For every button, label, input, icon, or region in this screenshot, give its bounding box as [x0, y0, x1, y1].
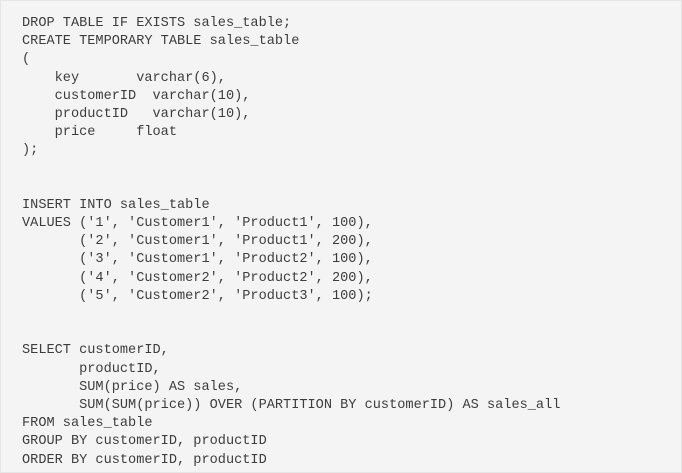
code-line: ( — [22, 52, 31, 68]
sql-code: DROP TABLE IF EXISTS sales_table; CREATE … — [22, 15, 560, 470]
code-line: price float — [22, 125, 177, 141]
code-line: FROM sales_table — [22, 416, 153, 432]
code-line: productID varchar(10), — [22, 106, 251, 122]
code-line: VALUES ('1', 'Customer1', 'Product1', 10… — [22, 216, 373, 232]
code-line: ('5', 'Customer2', 'Product3', 100); — [22, 288, 373, 304]
code-line: SUM(price) AS sales, — [22, 379, 243, 395]
code-line: ('4', 'Customer2', 'Product2', 200), — [22, 270, 373, 286]
code-line: CREATE TEMPORARY TABLE sales_table — [22, 34, 300, 50]
code-line: GROUP BY customerID, productID — [22, 434, 267, 450]
code-line — [22, 306, 560, 324]
code-line: DROP TABLE IF EXISTS sales_table; — [22, 16, 292, 31]
code-line — [22, 324, 560, 342]
code-line: ('3', 'Customer1', 'Product2', 100), — [22, 252, 373, 268]
code-line: ORDER BY customerID, productID — [22, 452, 267, 468]
code-line: ); — [22, 143, 39, 159]
code-line: customerID varchar(10), — [22, 88, 251, 104]
code-line: productID, — [22, 361, 161, 377]
code-line: SELECT customerID, — [22, 343, 169, 359]
code-line — [22, 179, 560, 197]
code-line: key varchar(6), — [22, 70, 226, 86]
code-line: ('2', 'Customer1', 'Product1', 200), — [22, 234, 373, 250]
code-line: INSERT INTO sales_table — [22, 197, 210, 213]
code-line — [22, 161, 560, 179]
code-line: SUM(SUM(price)) OVER (PARTITION BY custo… — [22, 397, 561, 413]
